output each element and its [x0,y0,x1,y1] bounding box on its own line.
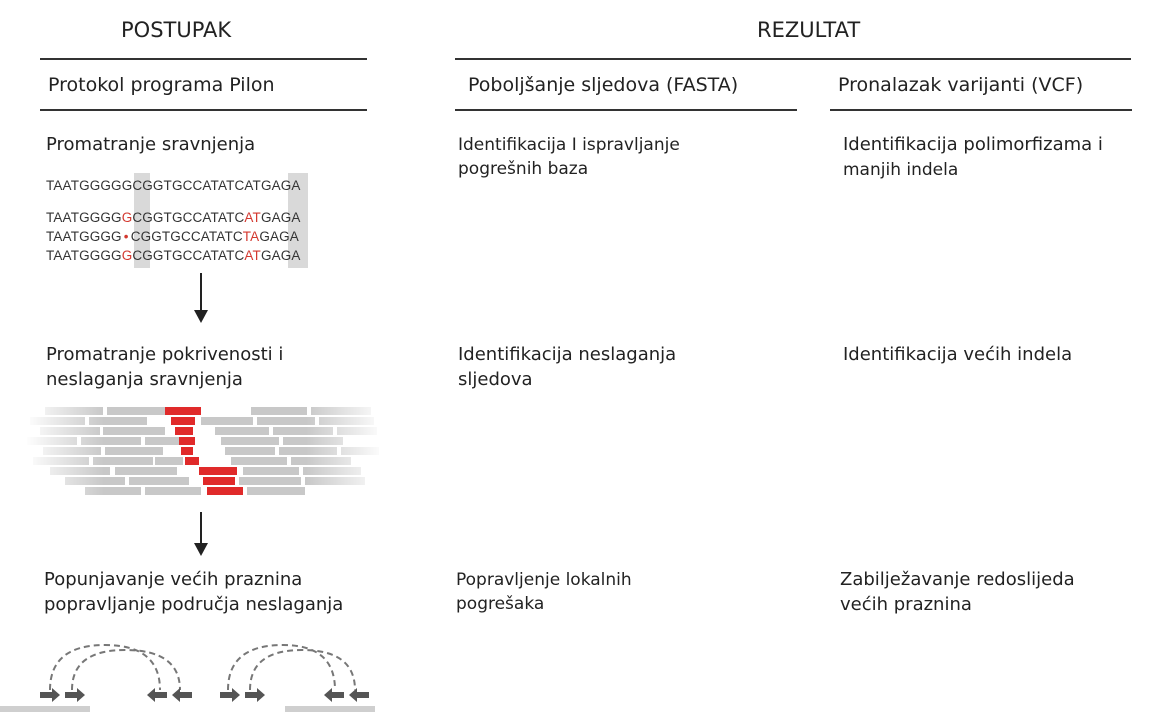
header-rule-right [455,58,1131,60]
flow-arrow-1-line [200,273,202,313]
coverage-reads-graphic [25,405,385,505]
subheader-protocol: Protokol programa Pilon [48,74,275,96]
flow-arrow-2-head [194,543,208,556]
subheader-fasta: Poboljšanje sljedova (FASTA) [468,74,739,96]
alignment-read-2: TAATGGGG•CGGTGCCATATCTAGAGA [46,229,299,244]
step3-vcf-line1: Zabilježavanje redoslijeda [840,569,1075,590]
step2-label-line1: Promatranje pokrivenosti i [46,344,284,365]
contig-bars [0,706,375,712]
flow-arrow-2-line [200,512,202,546]
read-arrows [40,688,369,702]
subheader-rule-fasta [455,109,797,111]
step2-fasta-line2: sljedova [458,369,533,390]
step2-fasta-line1: Identifikacija neslaganja [458,344,677,365]
mate-pair-arcs [49,643,356,691]
alignment-highlight-col2 [288,173,308,268]
step1-fasta-line1: Identifikacija I ispravljanje [458,135,680,155]
step1-vcf-line1: Identifikacija polimorfizama i [843,134,1103,155]
step3-fasta-line2: pogrešaka [456,594,545,614]
header-rule-left [40,58,367,60]
step2-label-line2: neslaganja sravnjenja [46,369,243,390]
header-rezultat: REZULTAT [757,18,861,42]
step2-vcf-line1: Identifikacija većih indela [843,344,1073,365]
alignment-reference: TAATGGGGGCGGTGCCATATCATGAGA [46,178,301,193]
alignment-read-3: TAATGGGGGCGGTGCCATATCATGAGA [46,248,301,263]
alignment-highlight-col1 [134,173,150,268]
header-postupak: POSTUPAK [121,18,232,42]
subheader-rule-vcf [830,109,1132,111]
step3-vcf-line2: većih praznina [840,594,972,615]
step1-label: Promatranje sravnjenja [46,134,256,155]
step1-vcf-line2: manjih indela [843,160,959,180]
subheader-rule-protocol [40,109,367,111]
step3-label-line1: Popunjavanje većih praznina [44,569,303,590]
flow-arrow-1-head [194,310,208,323]
subheader-vcf: Pronalazak varijanti (VCF) [838,74,1084,96]
paired-reads-graphic [0,643,375,712]
step3-fasta-line1: Popravljenje lokalnih [456,570,632,590]
step3-label-line2: popravljanje područja neslaganja [44,594,344,615]
step1-fasta-line2: pogrešnih baza [458,159,589,179]
alignment-read-1: TAATGGGGGCGGTGCCATATCATGAGA [46,210,301,225]
